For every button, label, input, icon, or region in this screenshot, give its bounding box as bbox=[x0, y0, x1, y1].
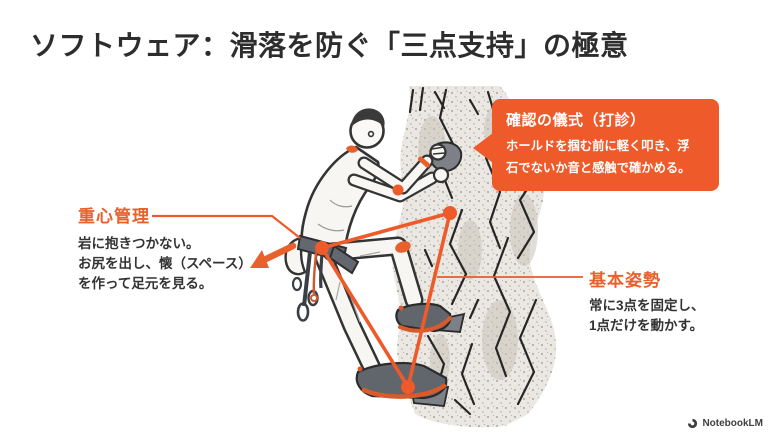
callout-title: 確認の儀式（打診） bbox=[506, 112, 646, 129]
callout-body-line: ホールドを掴む前に軽く叩き、浮 bbox=[506, 139, 690, 153]
page-title: ソフトウェア：滑落を防ぐ「三点支持」の極意 bbox=[30, 30, 629, 61]
label-basic-posture: 基本姿勢 常に3点を固定し、 1点だけを動かす。 bbox=[589, 266, 705, 336]
notebooklm-logo-icon bbox=[688, 418, 698, 429]
support-point-dot bbox=[401, 380, 415, 394]
label-center-of-gravity-title: 重心管理 bbox=[78, 207, 150, 226]
label-body-line: 岩に抱きつかない。 bbox=[78, 236, 200, 251]
support-point-dot bbox=[315, 241, 329, 255]
label-basic-posture-body: 常に3点を固定し、 1点だけを動かす。 bbox=[589, 296, 705, 336]
connector-line-left bbox=[152, 214, 301, 239]
support-point-dot bbox=[443, 206, 457, 220]
label-center-of-gravity: 重心管理 岩に抱きつかない。 お尻を出し、懐（スペース） を作って足元を見る。 bbox=[78, 202, 252, 294]
label-body-line: を作って足元を見る。 bbox=[78, 275, 213, 291]
label-body-line: 常に3点を固定し、 bbox=[589, 298, 705, 313]
callout-body: ホールドを掴む前に軽く叩き、浮 石でないか音と感触で確かめる。 bbox=[506, 136, 705, 179]
connector-lines bbox=[152, 214, 583, 278]
callout-tapping-ritual: 確認の儀式（打診） ホールドを掴む前に軽く叩き、浮 石でないか音と感触で確かめる… bbox=[473, 99, 719, 192]
label-basic-posture-title: 基本姿勢 bbox=[589, 271, 661, 290]
notebooklm-brand-text: NotebookLM bbox=[702, 418, 763, 429]
label-center-of-gravity-body: 岩に抱きつかない。 お尻を出し、懐（スペース） を作って足元を見る。 bbox=[78, 234, 252, 294]
callout-body-line: 石でないか音と感触で確かめる。 bbox=[506, 160, 691, 175]
label-body-line: お尻を出し、懐（スペース） bbox=[78, 255, 252, 271]
left-arrow bbox=[250, 242, 297, 268]
label-body-line: 1点だけを動かす。 bbox=[589, 317, 704, 333]
three-point-triangle bbox=[315, 184, 457, 394]
callout-tail bbox=[473, 133, 493, 163]
elbow-dot bbox=[392, 184, 404, 196]
notebooklm-brand: NotebookLM bbox=[687, 418, 763, 429]
